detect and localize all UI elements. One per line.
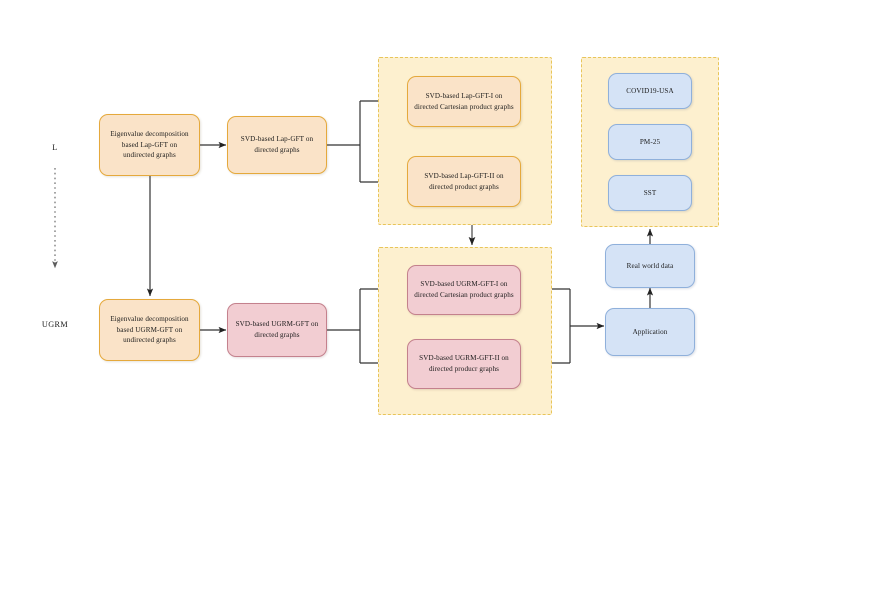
node-label: SVD-based Lap-GFT-II on directed product… <box>424 171 504 191</box>
node-ugrm-svd-directed[interactable]: SVD-based UGRM-GFT on directed graphs <box>227 303 327 357</box>
node-label: SVD-based UGRM-GFT on directed graphs <box>235 320 319 339</box>
node-lap-svd-directed[interactable]: SVD-based Lap-GFT on directed graphs <box>227 116 327 174</box>
node-label: Real world data <box>626 261 674 270</box>
node-dataset-sst[interactable]: SST <box>608 175 692 211</box>
node-label: Eigenvalue decomposition based Lap-GFT o… <box>110 130 189 160</box>
node-label: Eigenvalue decomposition based UGRM-GFT … <box>110 315 189 345</box>
node-label: SVD-based UGRM-GFT-I on directed Cartesi… <box>414 280 514 299</box>
node-label: SVD-based Lap-GFT-I on directed Cartesia… <box>414 91 514 111</box>
node-ugrm-gft-1[interactable]: SVD-based UGRM-GFT-I on directed Cartesi… <box>407 265 521 315</box>
node-ugrm-gft-2[interactable]: SVD-based UGRM-GFT-II on directed produc… <box>407 339 521 389</box>
node-application[interactable]: Application <box>605 308 695 356</box>
node-lap-gft-1[interactable]: SVD-based Lap-GFT-I on directed Cartesia… <box>407 76 521 127</box>
row-label-l: L <box>52 143 58 152</box>
node-label: SVD-based UGRM-GFT-II on directed produc… <box>419 354 509 373</box>
node-label: SST <box>643 188 657 197</box>
node-lap-eigendecomposition[interactable]: Eigenvalue decomposition based Lap-GFT o… <box>99 114 200 176</box>
node-label: Application <box>632 327 668 336</box>
node-ugrm-eigendecomposition[interactable]: Eigenvalue decomposition based UGRM-GFT … <box>99 299 200 361</box>
node-lap-gft-2[interactable]: SVD-based Lap-GFT-II on directed product… <box>407 156 521 207</box>
row-label-ugrm: UGRM <box>41 320 69 329</box>
node-dataset-pm25[interactable]: PM-25 <box>608 124 692 160</box>
node-label: COVID19-USA <box>626 86 674 95</box>
node-real-world-data[interactable]: Real world data <box>605 244 695 288</box>
node-dataset-covid19-usa[interactable]: COVID19-USA <box>608 73 692 109</box>
node-label: SVD-based Lap-GFT on directed graphs <box>240 135 314 154</box>
node-label: PM-25 <box>639 137 661 146</box>
